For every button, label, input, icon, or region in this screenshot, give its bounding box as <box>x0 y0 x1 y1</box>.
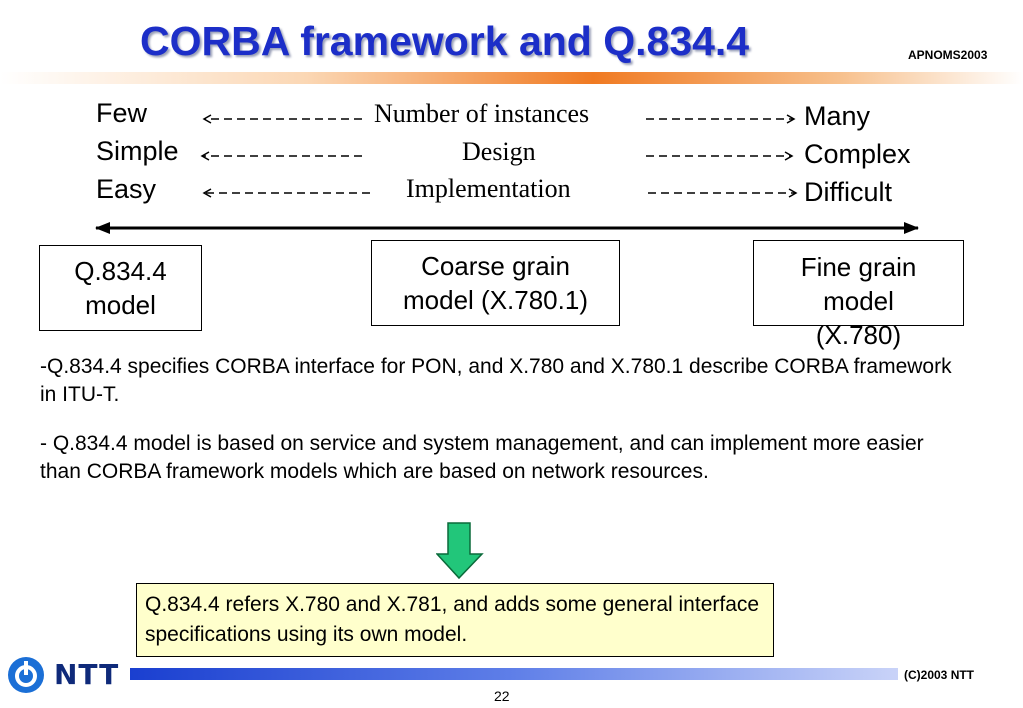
copyright-label: (C)2003 NTT <box>904 668 975 682</box>
ntt-logo-text: NTT <box>54 658 120 691</box>
coarse-grain-model-box: Coarse grain model (X.780.1) <box>371 240 620 326</box>
header-gradient-bar <box>0 72 1023 84</box>
scale-middle-design: Design <box>462 137 536 166</box>
conference-label: APNOMS2003 <box>908 48 988 62</box>
note-box: Q.834.4 refers X.780 and X.781, and adds… <box>136 583 774 657</box>
scale-left-simple: Simple <box>96 136 179 166</box>
coarse-model-line2: model (X.780.1) <box>403 285 588 315</box>
scale-middle-implementation: Implementation <box>406 174 571 203</box>
ntt-logo-icon <box>8 657 44 693</box>
scale-left-few: Few <box>96 98 148 128</box>
body-paragraph-2: - Q.834.4 model is based on service and … <box>40 432 924 483</box>
footer-gradient-bar <box>130 668 898 680</box>
coarse-model-line1: Coarse grain <box>421 251 570 281</box>
fine-model-line3: (X.780) <box>815 320 902 350</box>
scale-middle-instances: Number of instances <box>374 99 590 128</box>
scale-right-many: Many <box>804 101 871 131</box>
fine-model-line1: Fine grain <box>800 252 917 282</box>
page-number: 22 <box>494 688 510 704</box>
down-arrow-icon <box>436 522 484 580</box>
scale-right-difficult: Difficult <box>804 177 893 207</box>
page-title: CORBA framework and Q.834.4 <box>140 18 750 64</box>
q834-model-line2: model <box>85 290 156 320</box>
scale-left-easy: Easy <box>96 174 157 204</box>
q834-model-line1: Q.834.4 <box>74 256 167 286</box>
fine-model-line2: model <box>823 286 894 316</box>
scale-arrows <box>95 114 919 234</box>
q834-model-box: Q.834.4 model <box>39 245 202 331</box>
scale-right-complex: Complex <box>804 139 911 169</box>
fine-grain-model-box: Fine grain model (X.780) <box>753 240 964 350</box>
body-paragraph-1: -Q.834.4 specifies CORBA interface for P… <box>40 355 952 406</box>
